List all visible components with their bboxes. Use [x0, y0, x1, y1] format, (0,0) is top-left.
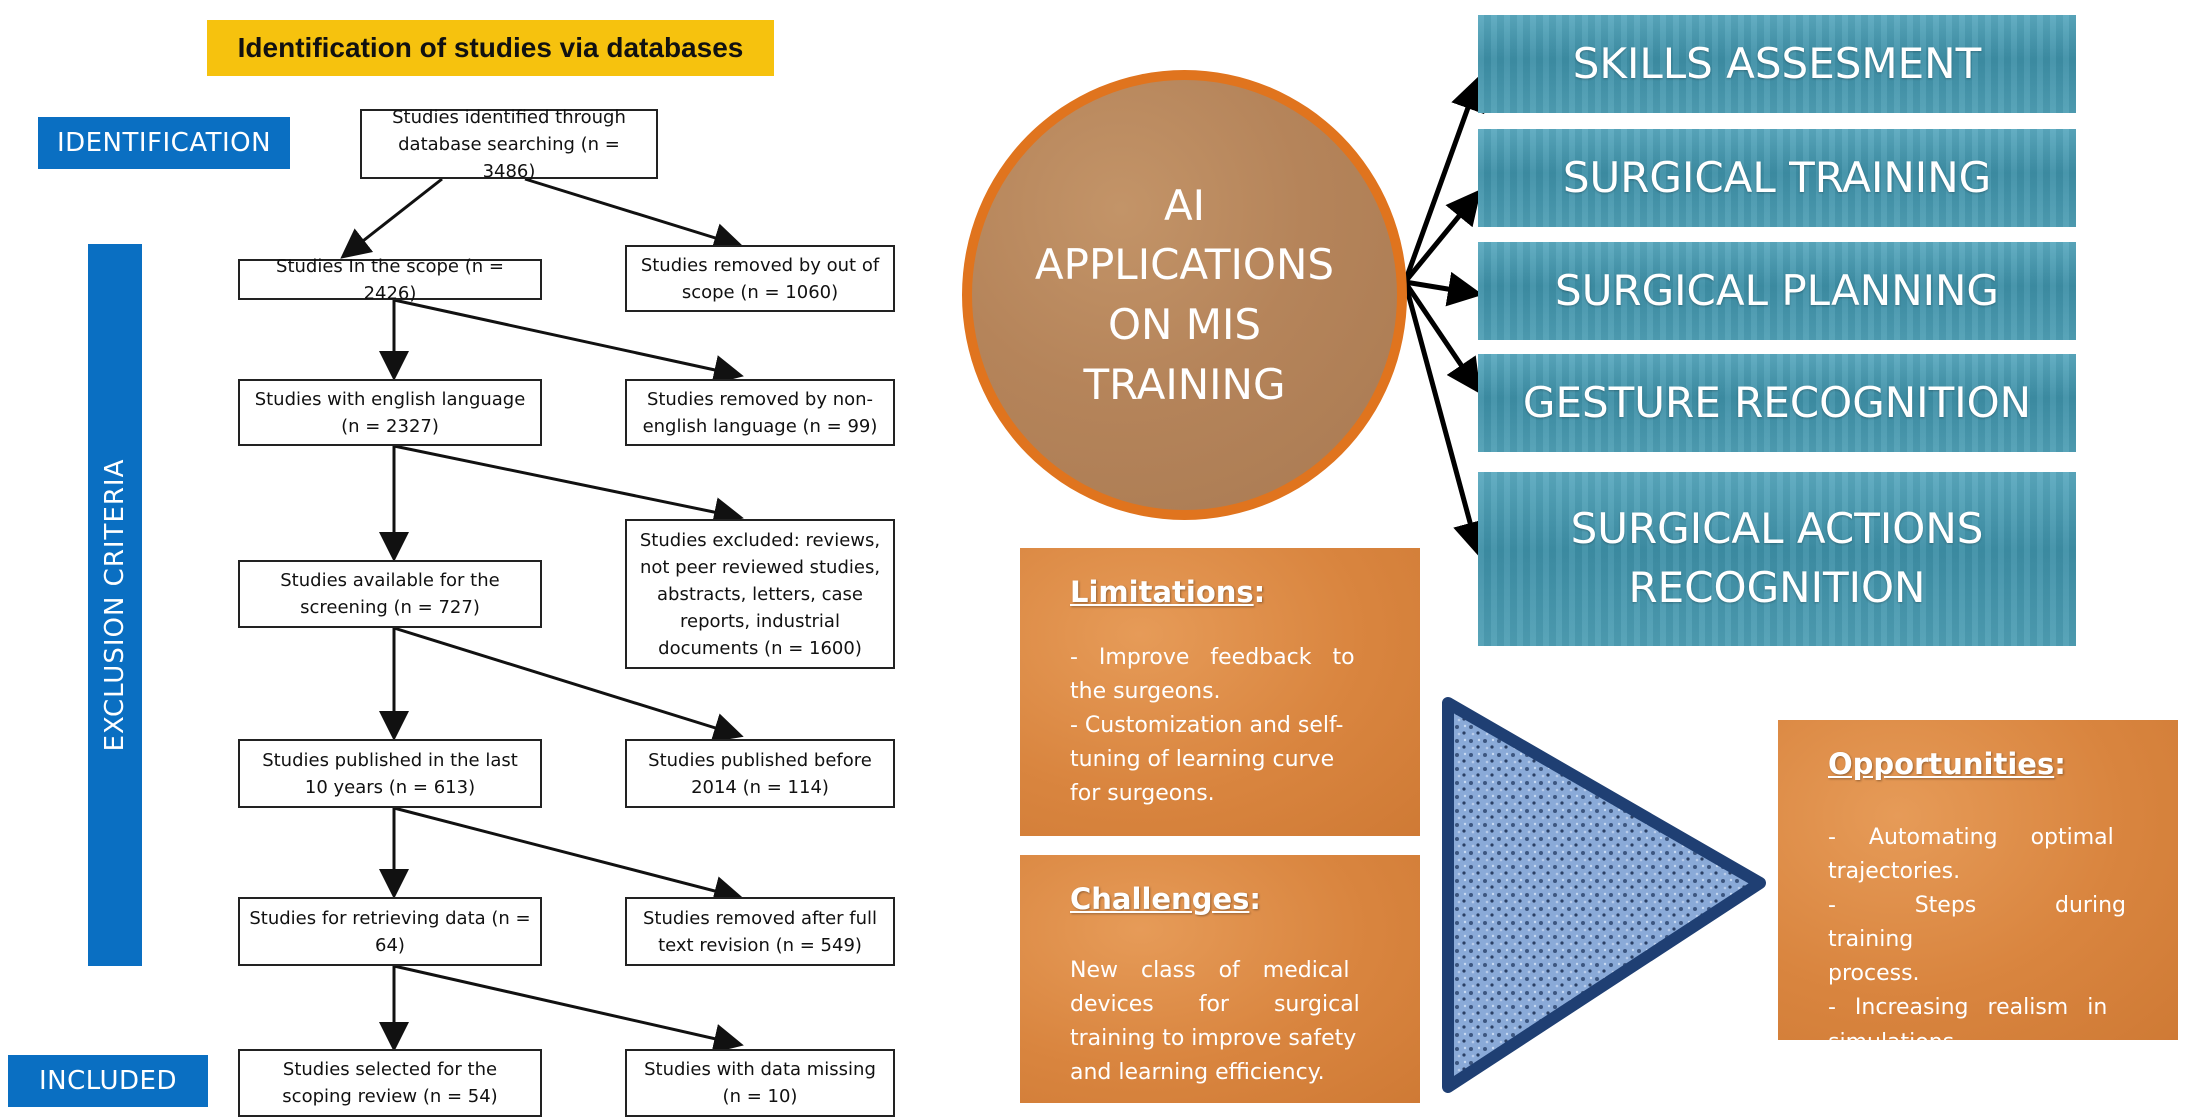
flow-box-non-english: Studies removed by non-english language …	[625, 379, 895, 446]
flow-box-last-10-years: Studies published in the last 10 years (…	[238, 739, 542, 808]
app-surgical-actions-recognition: SURGICAL ACTIONS RECOGNITION	[1478, 472, 2076, 646]
flow-box-before-2014: Studies published before 2014 (n = 114)	[625, 739, 895, 808]
arrow-english-side	[393, 444, 744, 527]
arrow-scope-side	[393, 298, 744, 385]
included-label: INCLUDED	[8, 1055, 208, 1107]
arrow-identified-to-out-of-scope	[524, 177, 744, 253]
flow-box-data-missing: Studies with data missing (n = 10)	[625, 1049, 895, 1117]
circle-text-line-4: TRAINING	[1083, 359, 1286, 409]
diagram-title: Identification of studies via databases	[207, 20, 774, 76]
opportunities-line-1: - Automating optimal	[1828, 824, 2114, 850]
exclusion-criteria-label: EXCLUSION CRITERIA	[88, 244, 142, 966]
flow-box-out-of-scope: Studies removed by out of scope (n = 106…	[625, 245, 895, 312]
circle-text-line-2: APPLICATIONS	[1034, 240, 1335, 290]
challenges-line-1: New class of medical	[1070, 957, 1350, 983]
limitations-line-3: - Customization and self-	[1070, 713, 1344, 739]
identification-label: IDENTIFICATION	[38, 117, 290, 169]
arrow-screening-side	[393, 626, 744, 743]
app-gesture-recognition: GESTURE RECOGNITION	[1478, 354, 2076, 452]
opportunities-box: Opportunities: - Automating optimal traj…	[1778, 720, 2178, 1055]
circle-text-line-3: ON MIS	[1107, 300, 1262, 349]
app-surgical-planning: SURGICAL PLANNING	[1478, 242, 2076, 340]
challenges-line-2: devices for surgical	[1070, 992, 1360, 1018]
arrow-circle-to-actions	[1402, 281, 1488, 557]
arrow-circle-to-gesture	[1402, 280, 1481, 395]
opportunities-heading: Opportunities:	[1828, 747, 2066, 781]
app-skills-assessment: SKILLS ASSESMENT	[1478, 15, 2076, 113]
ai-applications-circle: AI APPLICATIONS ON MIS TRAINING	[962, 70, 1407, 520]
flow-box-retrieving: Studies for retrieving data (n = 64)	[238, 897, 542, 966]
flow-box-scope: Studies In the scope (n = 2426)	[238, 256, 542, 304]
opportunities-line-6: simulations.	[1828, 1029, 1962, 1055]
opportunities-line-5: - Increasing realism in	[1828, 995, 2108, 1021]
challenges-line-4: and learning efficiency.	[1070, 1060, 1325, 1086]
flow-box-screening: Studies available for the screening (n =…	[238, 560, 542, 628]
opportunity-triangle	[1442, 697, 1766, 1093]
app-surgical-actions-label-2: RECOGNITION	[1628, 563, 1926, 612]
app-skills-assessment-label: SKILLS ASSESMENT	[1572, 38, 1982, 88]
arrow-circle-to-planning	[1404, 271, 1483, 307]
challenges-box: Challenges: New class of medical devices…	[1020, 855, 1420, 1103]
arrow-published-side	[393, 806, 744, 906]
app-gesture-recognition-label: GESTURE RECOGNITION	[1522, 377, 2032, 427]
flow-box-selected: Studies selected for the scoping review …	[238, 1049, 542, 1117]
opportunities-line-2: trajectories.	[1828, 859, 1961, 885]
challenges-heading: Challenges:	[1070, 882, 1261, 916]
arrow-circle-to-training	[1403, 189, 1482, 284]
limitations-line-2: the surgeons.	[1070, 679, 1221, 705]
limitations-box: Limitations: - Improve feedback to the s…	[1020, 548, 1420, 836]
opportunities-line-3: - Steps during training	[1828, 893, 2126, 953]
app-surgical-training-label: SURGICAL TRAINING	[1562, 152, 1992, 202]
limitations-line-4: tuning of learning curve	[1070, 747, 1335, 773]
arrow-identified-to-scope	[340, 177, 443, 259]
flow-box-identified: Studies identified through database sear…	[360, 107, 658, 182]
challenges-line-3: training to improve safety	[1070, 1026, 1357, 1052]
flow-box-full-text: Studies removed after full text revision…	[625, 897, 895, 966]
arrow-retrieving-side	[393, 964, 744, 1054]
flow-box-excluded-types: Studies excluded: reviews, not peer revi…	[625, 519, 895, 669]
app-surgical-planning-label: SURGICAL PLANNING	[1555, 265, 1999, 315]
flow-box-english: Studies with english language (n = 2327)	[238, 379, 542, 446]
arrow-circle-to-skills	[1402, 75, 1485, 283]
opportunities-line-4: process.	[1828, 961, 1920, 987]
limitations-heading: Limitations:	[1070, 575, 1266, 609]
limitations-line-5: for surgeons.	[1070, 781, 1215, 807]
circle-text-line-1: AI	[1163, 180, 1206, 230]
app-surgical-training: SURGICAL TRAINING	[1478, 129, 2076, 227]
app-surgical-actions-label-1: SURGICAL ACTIONS	[1570, 504, 1984, 554]
limitations-line-1: - Improve feedback to	[1070, 644, 1355, 670]
